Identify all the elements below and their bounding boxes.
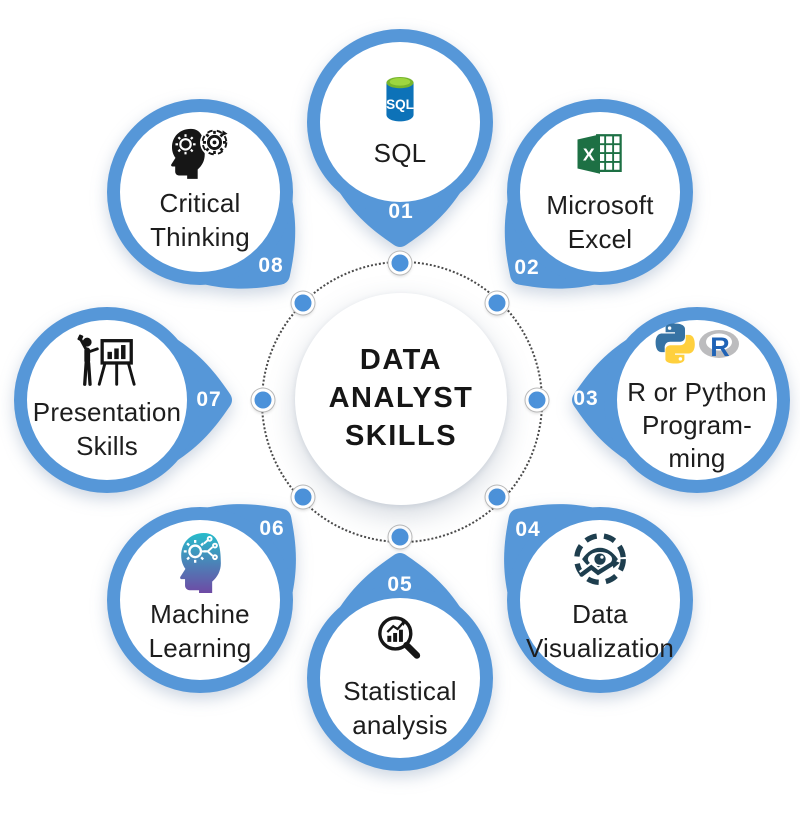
svg-text:X: X — [583, 145, 595, 165]
step-number-badge: 08 — [258, 254, 283, 278]
step-number-badge: 07 — [196, 388, 221, 412]
connector-dot-nw — [292, 292, 315, 315]
sql-database-icon: SQL — [369, 70, 431, 132]
critical-thinking-gears-icon — [163, 126, 237, 182]
infographic-data-analyst-skills: DATA ANALYST SKILLS SQL SQL 01 — [0, 0, 800, 800]
step-number-badge: 03 — [573, 387, 598, 411]
connector-dot-sw — [292, 486, 315, 509]
connector-dot-ne — [486, 292, 509, 315]
connector-dot-e — [526, 389, 549, 412]
step-number-badge: 01 — [388, 200, 413, 224]
connector-dot-n — [389, 252, 412, 275]
connector-dot-w — [252, 389, 275, 412]
presentation-easel-icon — [76, 333, 138, 391]
step-number-badge: 04 — [515, 518, 540, 542]
svg-text:R: R — [710, 332, 730, 362]
data-visualization-eye-icon — [569, 531, 631, 593]
connector-dot-se — [486, 486, 509, 509]
connector-dot-s — [389, 526, 412, 549]
skill-label: Machine Learning — [93, 598, 308, 665]
skill-label: Presentation Skills — [0, 396, 215, 463]
step-number-badge: 06 — [259, 517, 284, 541]
skill-label: Microsoft Excel — [493, 189, 708, 256]
python-r-logos-icon: R — [653, 321, 741, 371]
magnifier-chart-icon — [370, 610, 430, 670]
skill-label: Critical Thinking — [93, 187, 308, 254]
step-number-badge: 02 — [514, 256, 539, 280]
skill-node-critical-thinking: Critical Thinking 08 — [60, 52, 340, 332]
step-number-badge: 05 — [387, 573, 412, 597]
svg-text:SQL: SQL — [386, 97, 414, 112]
page-title: DATA ANALYST SKILLS — [329, 342, 474, 455]
excel-icon: X — [570, 124, 630, 184]
center-hub: DATA ANALYST SKILLS — [295, 293, 507, 505]
machine-learning-head-icon — [172, 531, 228, 593]
